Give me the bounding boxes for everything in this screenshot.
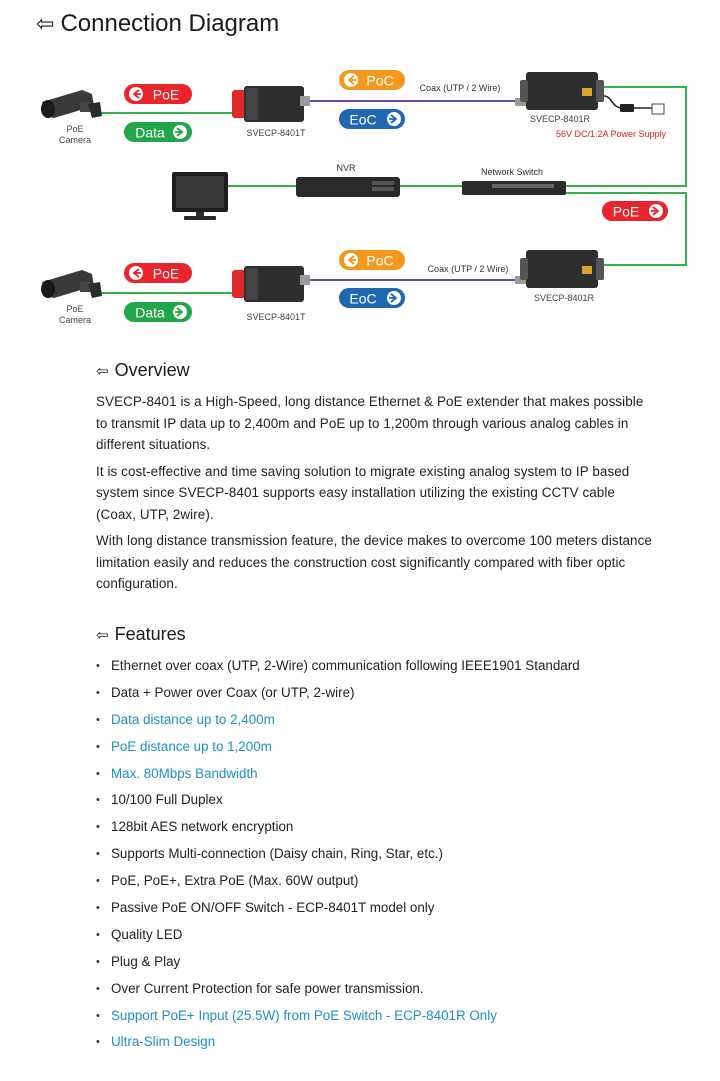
- transmitter-2-label: SVECP-8401T: [246, 312, 306, 322]
- feature-item: Ultra-Slim Design: [96, 1029, 656, 1056]
- svg-text:PoC: PoC: [366, 253, 393, 269]
- poc-tag-2: PoC: [339, 250, 405, 270]
- nvr-label: NVR: [336, 163, 356, 173]
- feature-item: Quality LED: [96, 922, 656, 949]
- feature-item: PoE distance up to 1,200m: [96, 734, 656, 761]
- poe-tag-1: PoE: [124, 84, 192, 104]
- poc-tag-1: PoC: [339, 70, 405, 90]
- overview-paragraph-2: It is cost-effective and time saving sol…: [96, 463, 630, 522]
- receiver-2-uplink: [565, 192, 687, 266]
- eoc-tag-1: EoC: [339, 109, 405, 129]
- svg-text:Data: Data: [135, 305, 165, 321]
- camera-1-label-line1: PoE: [66, 124, 83, 134]
- diagram-title-text: Connection Diagram: [60, 10, 280, 37]
- svg-text:PoE: PoE: [153, 87, 179, 103]
- arrow-right-icon: [389, 114, 398, 124]
- arrow-right-icon: [175, 127, 184, 137]
- feature-item: Data distance up to 2,400m: [96, 707, 656, 734]
- switch-label: Network Switch: [481, 167, 543, 177]
- data-tag-1: Data: [124, 122, 192, 142]
- feature-item: Passive PoE ON/OFF Switch - ECP-8401T mo…: [96, 895, 656, 922]
- power-supply-label: 56V DC/1.2A Power Supply: [556, 129, 667, 139]
- features-heading: ⇦ Features: [96, 624, 656, 645]
- coax-label-1: Coax (UTP / 2 Wire): [420, 83, 501, 93]
- svg-text:EoC: EoC: [349, 291, 376, 307]
- arrow-right-icon: [651, 206, 660, 216]
- receiver-2-label: SVECP-8401R: [534, 293, 595, 303]
- camera-2-label-line2: Camera: [59, 315, 91, 325]
- left-arrow-icon: ⇦: [96, 362, 109, 380]
- overview-heading: ⇦ Overview: [96, 360, 656, 381]
- receiver-1-device: [515, 72, 604, 110]
- features-title: Features: [114, 624, 186, 644]
- arrow-right-icon: [175, 307, 184, 317]
- receiver-2-device: [515, 250, 604, 288]
- features-section: ⇦ Features Ethernet over coax (UTP, 2-Wi…: [96, 624, 656, 1056]
- camera-2-label-line1: PoE: [66, 304, 83, 314]
- left-arrow-icon: ⇦: [96, 626, 109, 644]
- data-tag-2: Data: [124, 302, 192, 322]
- feature-item: Support PoE+ Input (25.5W) from PoE Swit…: [96, 1003, 656, 1030]
- camera-1-icon: [41, 90, 102, 118]
- receiver-1-label: SVECP-8401R: [530, 114, 591, 124]
- feature-item: Supports Multi-connection (Daisy chain, …: [96, 841, 656, 868]
- diagram-title: ⇦ Connection Diagram: [36, 10, 279, 38]
- transmitter-1-device: [232, 86, 310, 122]
- feature-item: Max. 80Mbps Bandwidth: [96, 761, 656, 788]
- power-adapter-icon: [603, 95, 665, 115]
- eoc-tag-2: EoC: [339, 288, 405, 308]
- svg-text:PoE: PoE: [153, 266, 179, 282]
- arrow-left-icon: [132, 268, 141, 278]
- coax-label-2: Coax (UTP / 2 Wire): [428, 264, 509, 274]
- feature-item: Data + Power over Coax (or UTP, 2-wire): [96, 680, 656, 707]
- feature-list: Ethernet over coax (UTP, 2-Wire) communi…: [96, 653, 656, 1056]
- monitor-icon: [172, 172, 228, 220]
- transmitter-2-device: [232, 266, 310, 302]
- arrow-left-icon: [347, 75, 356, 85]
- connection-diagram: PoE Camera PoE Data SVECP-8401T PoC EoC …: [41, 70, 687, 325]
- poe-tag-switch: PoE: [602, 201, 668, 221]
- feature-item: Ethernet over coax (UTP, 2-Wire) communi…: [96, 653, 656, 680]
- left-arrow-icon: ⇦: [36, 11, 55, 36]
- svg-text:Data: Data: [135, 125, 165, 141]
- overview-paragraph-1: SVECP-8401 is a High-Speed, long distanc…: [96, 394, 644, 452]
- overview-paragraph-3: With long distance transmission feature,…: [96, 533, 652, 591]
- transmitter-1-label: SVECP-8401T: [246, 128, 306, 138]
- poe-tag-2: PoE: [124, 263, 192, 283]
- receiver-1-uplink: [565, 86, 687, 187]
- feature-item: PoE, PoE+, Extra PoE (Max. 60W output): [96, 868, 656, 895]
- overview-title: Overview: [114, 360, 190, 380]
- feature-item: Over Current Protection for safe power t…: [96, 976, 656, 1003]
- feature-item: 128bit AES network encryption: [96, 814, 656, 841]
- arrow-left-icon: [347, 255, 356, 265]
- arrow-right-icon: [389, 293, 398, 303]
- svg-text:EoC: EoC: [349, 112, 376, 128]
- overview-section: ⇦ Overview SVECP-8401 is a High-Speed, l…: [96, 360, 656, 600]
- arrow-left-icon: [132, 89, 141, 99]
- svg-text:PoE: PoE: [613, 204, 639, 220]
- camera-1-label-line2: Camera: [59, 135, 91, 145]
- feature-item: 10/100 Full Duplex: [96, 787, 656, 814]
- camera-2-icon: [41, 270, 102, 298]
- feature-item: Plug & Play: [96, 949, 656, 976]
- nvr-device: [296, 177, 400, 197]
- svg-text:PoC: PoC: [366, 73, 393, 89]
- network-switch-device: [462, 181, 566, 195]
